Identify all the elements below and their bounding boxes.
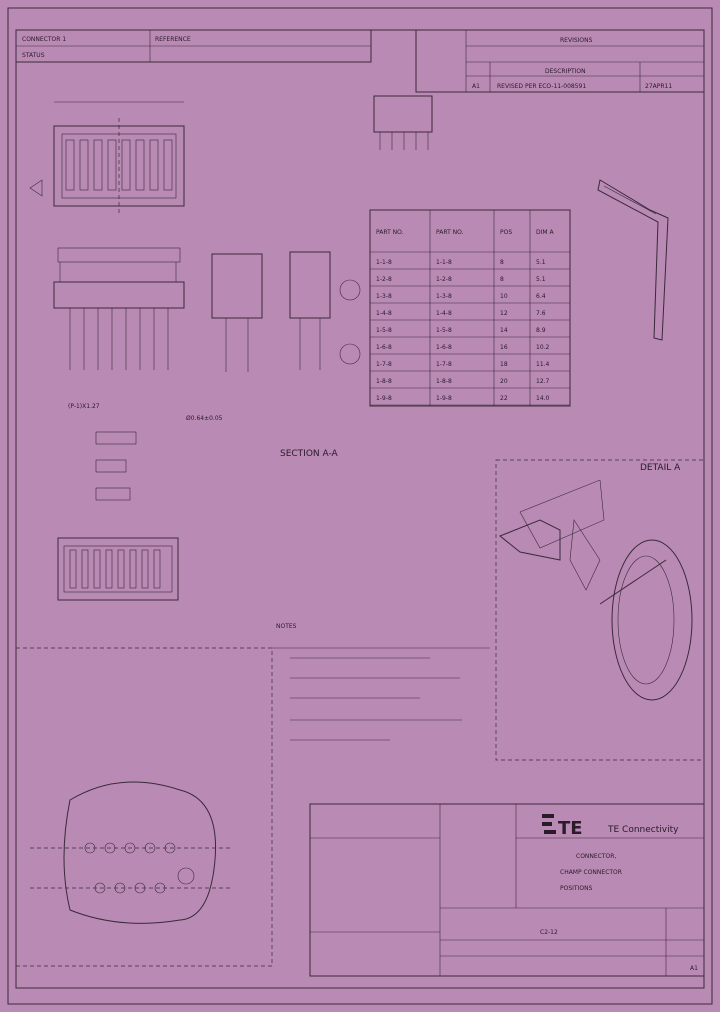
table-cell: 1-5-8 [436,327,452,334]
side-view: (P-1)X1.27 Ø0.64±0.05 SECTION A-A [53,247,361,459]
table-cell: 5.1 [536,259,546,266]
table-cell: 18 [500,361,508,368]
notes: NOTES [272,623,490,741]
table-cell: 1-9-8 [376,395,392,402]
table-cell: 1-7-8 [376,361,392,368]
title-line-1: CONNECTOR, [576,853,616,860]
svg-text:STATUS: STATUS [22,52,45,59]
iso-view [373,95,433,150]
table-cell: 10.2 [536,344,550,351]
top-left-header: CONNECTOR 1 REFERENCE STATUS [15,29,372,63]
table-cell: 22 [500,395,508,402]
table-header: PART NO. [376,229,404,236]
notes-label: NOTES [276,623,297,630]
table-cell: 6.4 [536,293,546,300]
revision-block: REVISIONS DESCRIPTION A1 REVISED PER ECO… [415,29,705,93]
table-cell: 1-5-8 [376,327,392,334]
table-cell: 8 [500,276,504,283]
svg-text:DESCRIPTION: DESCRIPTION [545,68,586,75]
table-cell: 8.9 [536,327,546,334]
table-cell: 20 [500,378,508,385]
title-line-3: POSITIONS [560,885,593,892]
svg-text:CONNECTOR 1: CONNECTOR 1 [22,36,66,43]
section-label: SECTION A-A [280,449,339,459]
table-cell: 8 [500,259,504,266]
drawing-frame [15,29,705,989]
table-header: DIM A [536,229,554,236]
top-view [29,101,185,214]
revision-letter: A1 [472,83,480,90]
table-cell: 1-1-8 [376,259,392,266]
table-cell: 16 [500,344,508,351]
table-cell: 14.0 [536,395,550,402]
drawing-border [7,7,713,1005]
table-cell: 1-6-8 [436,344,452,351]
table-cell: 1-8-8 [436,378,452,385]
right-iso-view: DETAIL A [495,179,705,761]
table-cell: 1-9-8 [436,395,452,402]
table-cell: 1-6-8 [376,344,392,351]
svg-text:TE: TE [558,818,583,839]
table-cell: 7.6 [536,310,546,317]
title-block: TE TE Connectivity CONNECTOR, CHAMP CONN… [309,803,705,977]
hole-dia-dim: Ø0.64±0.05 [186,415,223,422]
revision-date: 27APR11 [645,83,672,90]
revision-description: REVISED PER ECO-11-008591 [497,83,586,90]
table-cell: 12.7 [536,378,550,385]
pcb-layout-view [57,431,179,601]
detail-label: DETAIL A [640,463,681,473]
svg-text:REFERENCE: REFERENCE [155,36,191,43]
table-cell: 1-7-8 [436,361,452,368]
hole-pattern [15,647,273,967]
table-cell: 1-8-8 [376,378,392,385]
table-cell: 14 [500,327,508,334]
table-cell: 1-3-8 [436,293,452,300]
svg-text:REVISIONS: REVISIONS [560,37,593,44]
part-number-table: PART NO. PART NO. POS DIM A 1-1-8 1-1-8 8 5.1 1-… [369,209,571,407]
table-cell: 1-4-8 [436,310,452,317]
table-cell: 11.4 [536,361,550,368]
table-cell: 1-2-8 [436,276,452,283]
te-logo: TE [542,814,583,839]
table-header: PART NO. [436,229,464,236]
table-cell: 1-3-8 [376,293,392,300]
table-cell: 5.1 [536,276,546,283]
table-cell: 1-4-8 [376,310,392,317]
dwg-no: C2-12 [540,929,558,936]
title-line-2: CHAMP CONNECTOR [560,869,622,876]
company-name: TE Connectivity [607,825,679,835]
table-cell: 10 [500,293,508,300]
table-header: POS [500,229,512,236]
table-cell: 1-1-8 [436,259,452,266]
sheet-size: A1 [690,965,698,972]
table-cell: 12 [500,310,508,317]
pitch-dim: (P-1)X1.27 [68,403,100,410]
table-cell: 1-2-8 [376,276,392,283]
